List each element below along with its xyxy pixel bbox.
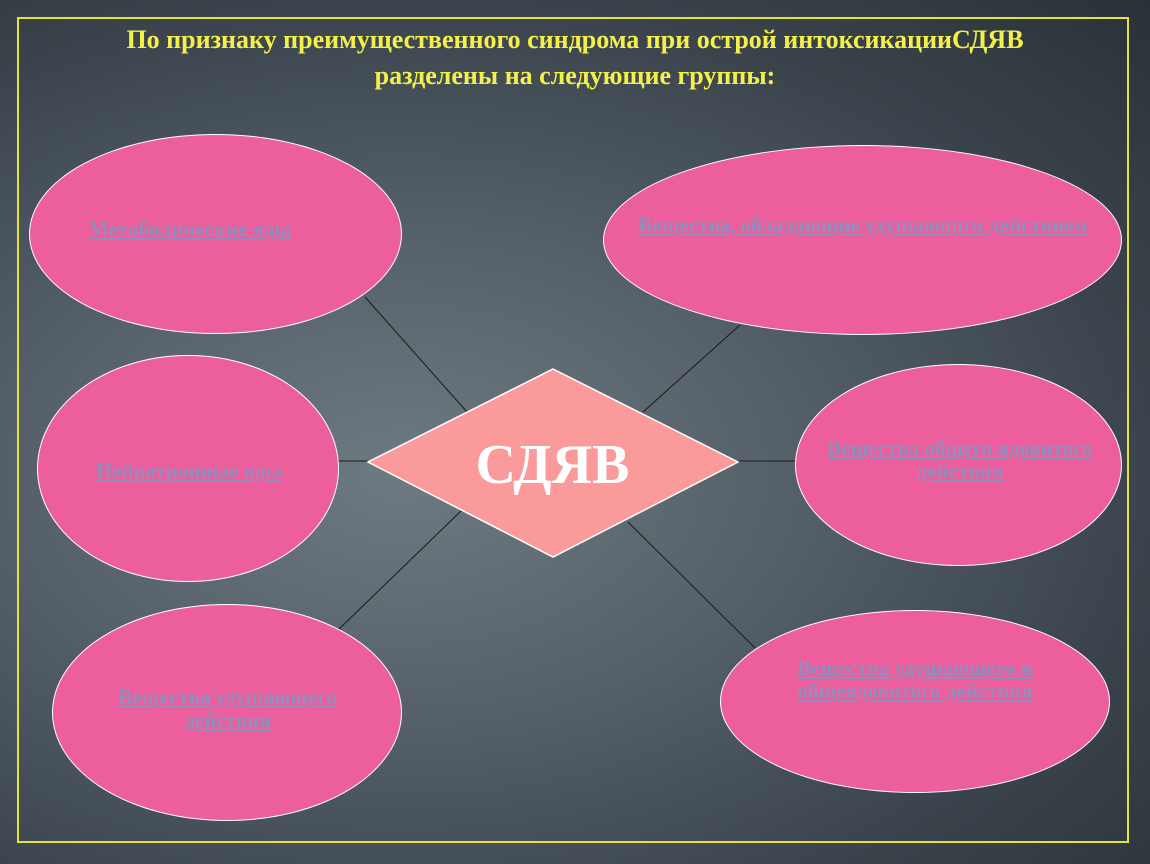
title-line-1: По признаку преимущественного синдрома п… xyxy=(126,25,1024,54)
title-line-2: разделены на следующие группы: xyxy=(374,61,776,90)
connector-suffocating xyxy=(335,509,463,633)
label-suffocating-general-toxic-substances[interactable]: Вещества удушающего и общеядовитого дейс… xyxy=(797,656,1033,703)
label-asphyxiant-substances[interactable]: Вещества, обладающие удушающим действием xyxy=(638,213,1088,237)
label-metabolic-poisons[interactable]: Метаболические яды xyxy=(88,217,292,241)
connector-asphyxiant xyxy=(642,324,741,413)
label-suffocating-substances[interactable]: Вещества удушающего действия xyxy=(118,685,337,732)
oval-neurotropic-poisons xyxy=(37,355,339,582)
slide-frame xyxy=(17,17,1129,843)
center-diamond xyxy=(366,368,740,558)
label-neurotropic-poisons[interactable]: Нейротропные яды xyxy=(96,459,282,483)
oval-suffocating-general-toxic-substances xyxy=(720,610,1110,793)
oval-general-toxic-substances xyxy=(795,364,1122,566)
connector-suffocating-general xyxy=(627,521,756,649)
oval-metabolic-poisons xyxy=(29,134,402,334)
slide-title: По признаку преимущественного синдрома п… xyxy=(30,22,1120,94)
oval-suffocating-substances xyxy=(52,604,402,821)
center-label: СДЯВ xyxy=(475,434,630,496)
label-general-toxic-substances[interactable]: Вещества общего ядовитого действия xyxy=(827,436,1093,483)
oval-asphyxiant-substances xyxy=(603,145,1122,335)
connector-metabolic xyxy=(364,296,468,413)
